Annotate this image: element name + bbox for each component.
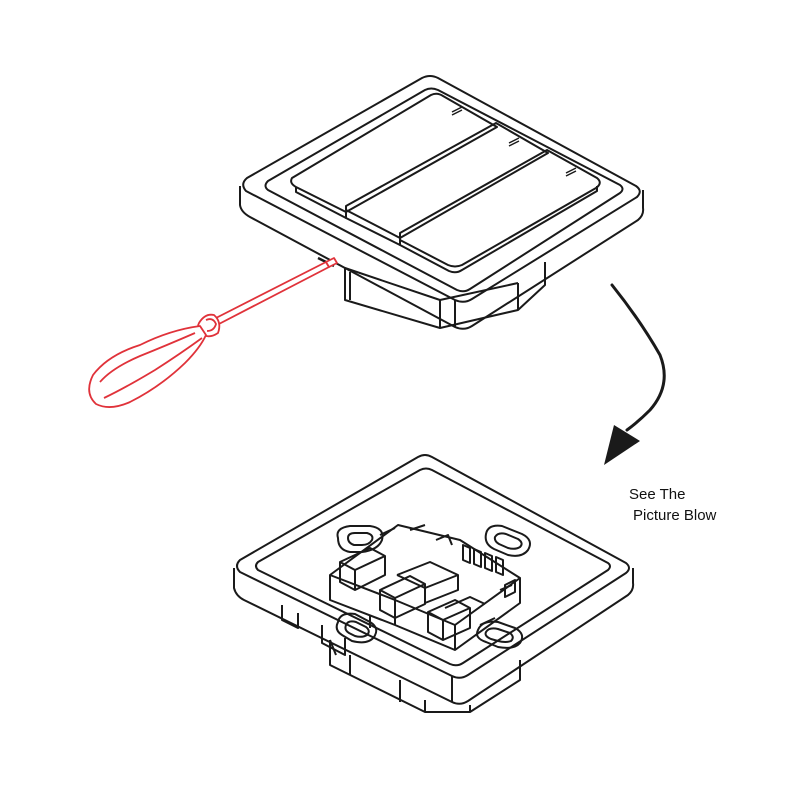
curved-down-arrow-icon — [604, 283, 666, 465]
clip-tab-left — [281, 605, 299, 629]
mounting-slot-right — [484, 524, 531, 557]
rocker-button-1 — [290, 92, 498, 213]
mounting-slot-bottom — [476, 620, 524, 649]
screwdriver-icon — [88, 257, 338, 408]
relay-block-5 — [444, 596, 486, 609]
assembled-switch — [239, 75, 645, 330]
relay-block-2 — [379, 575, 426, 619]
arrow-head — [604, 425, 640, 465]
open-frame-assembly — [233, 454, 635, 713]
open-frame-outer — [236, 454, 630, 679]
mounting-slot-left — [335, 612, 378, 644]
annotation-line-2: Picture Blow — [633, 507, 717, 524]
screwdriver-handle — [88, 325, 207, 408]
arrow-shaft — [610, 283, 666, 432]
switch-inner-frame — [264, 87, 624, 293]
back-box — [329, 640, 521, 713]
switch-outer-frame — [242, 75, 641, 303]
rocker-button-3 — [399, 149, 601, 268]
led-indicator-3 — [565, 167, 577, 177]
open-frame-inner — [255, 467, 611, 667]
rocker-buttons — [290, 92, 601, 274]
relay-block-4 — [427, 599, 471, 641]
led-indicator-1 — [451, 106, 463, 116]
terminal-pins — [435, 534, 516, 598]
relay-block-3 — [396, 561, 459, 604]
switch-back-housing — [344, 262, 546, 329]
relay-block-1 — [339, 547, 386, 591]
led-indicator-2 — [508, 137, 520, 147]
annotation-line-1: See The — [629, 486, 686, 503]
rocker-button-2 — [345, 122, 549, 239]
mounting-slot-top — [336, 525, 384, 553]
screwdriver-shaft — [213, 261, 330, 326]
relay-blocks — [339, 547, 486, 641]
